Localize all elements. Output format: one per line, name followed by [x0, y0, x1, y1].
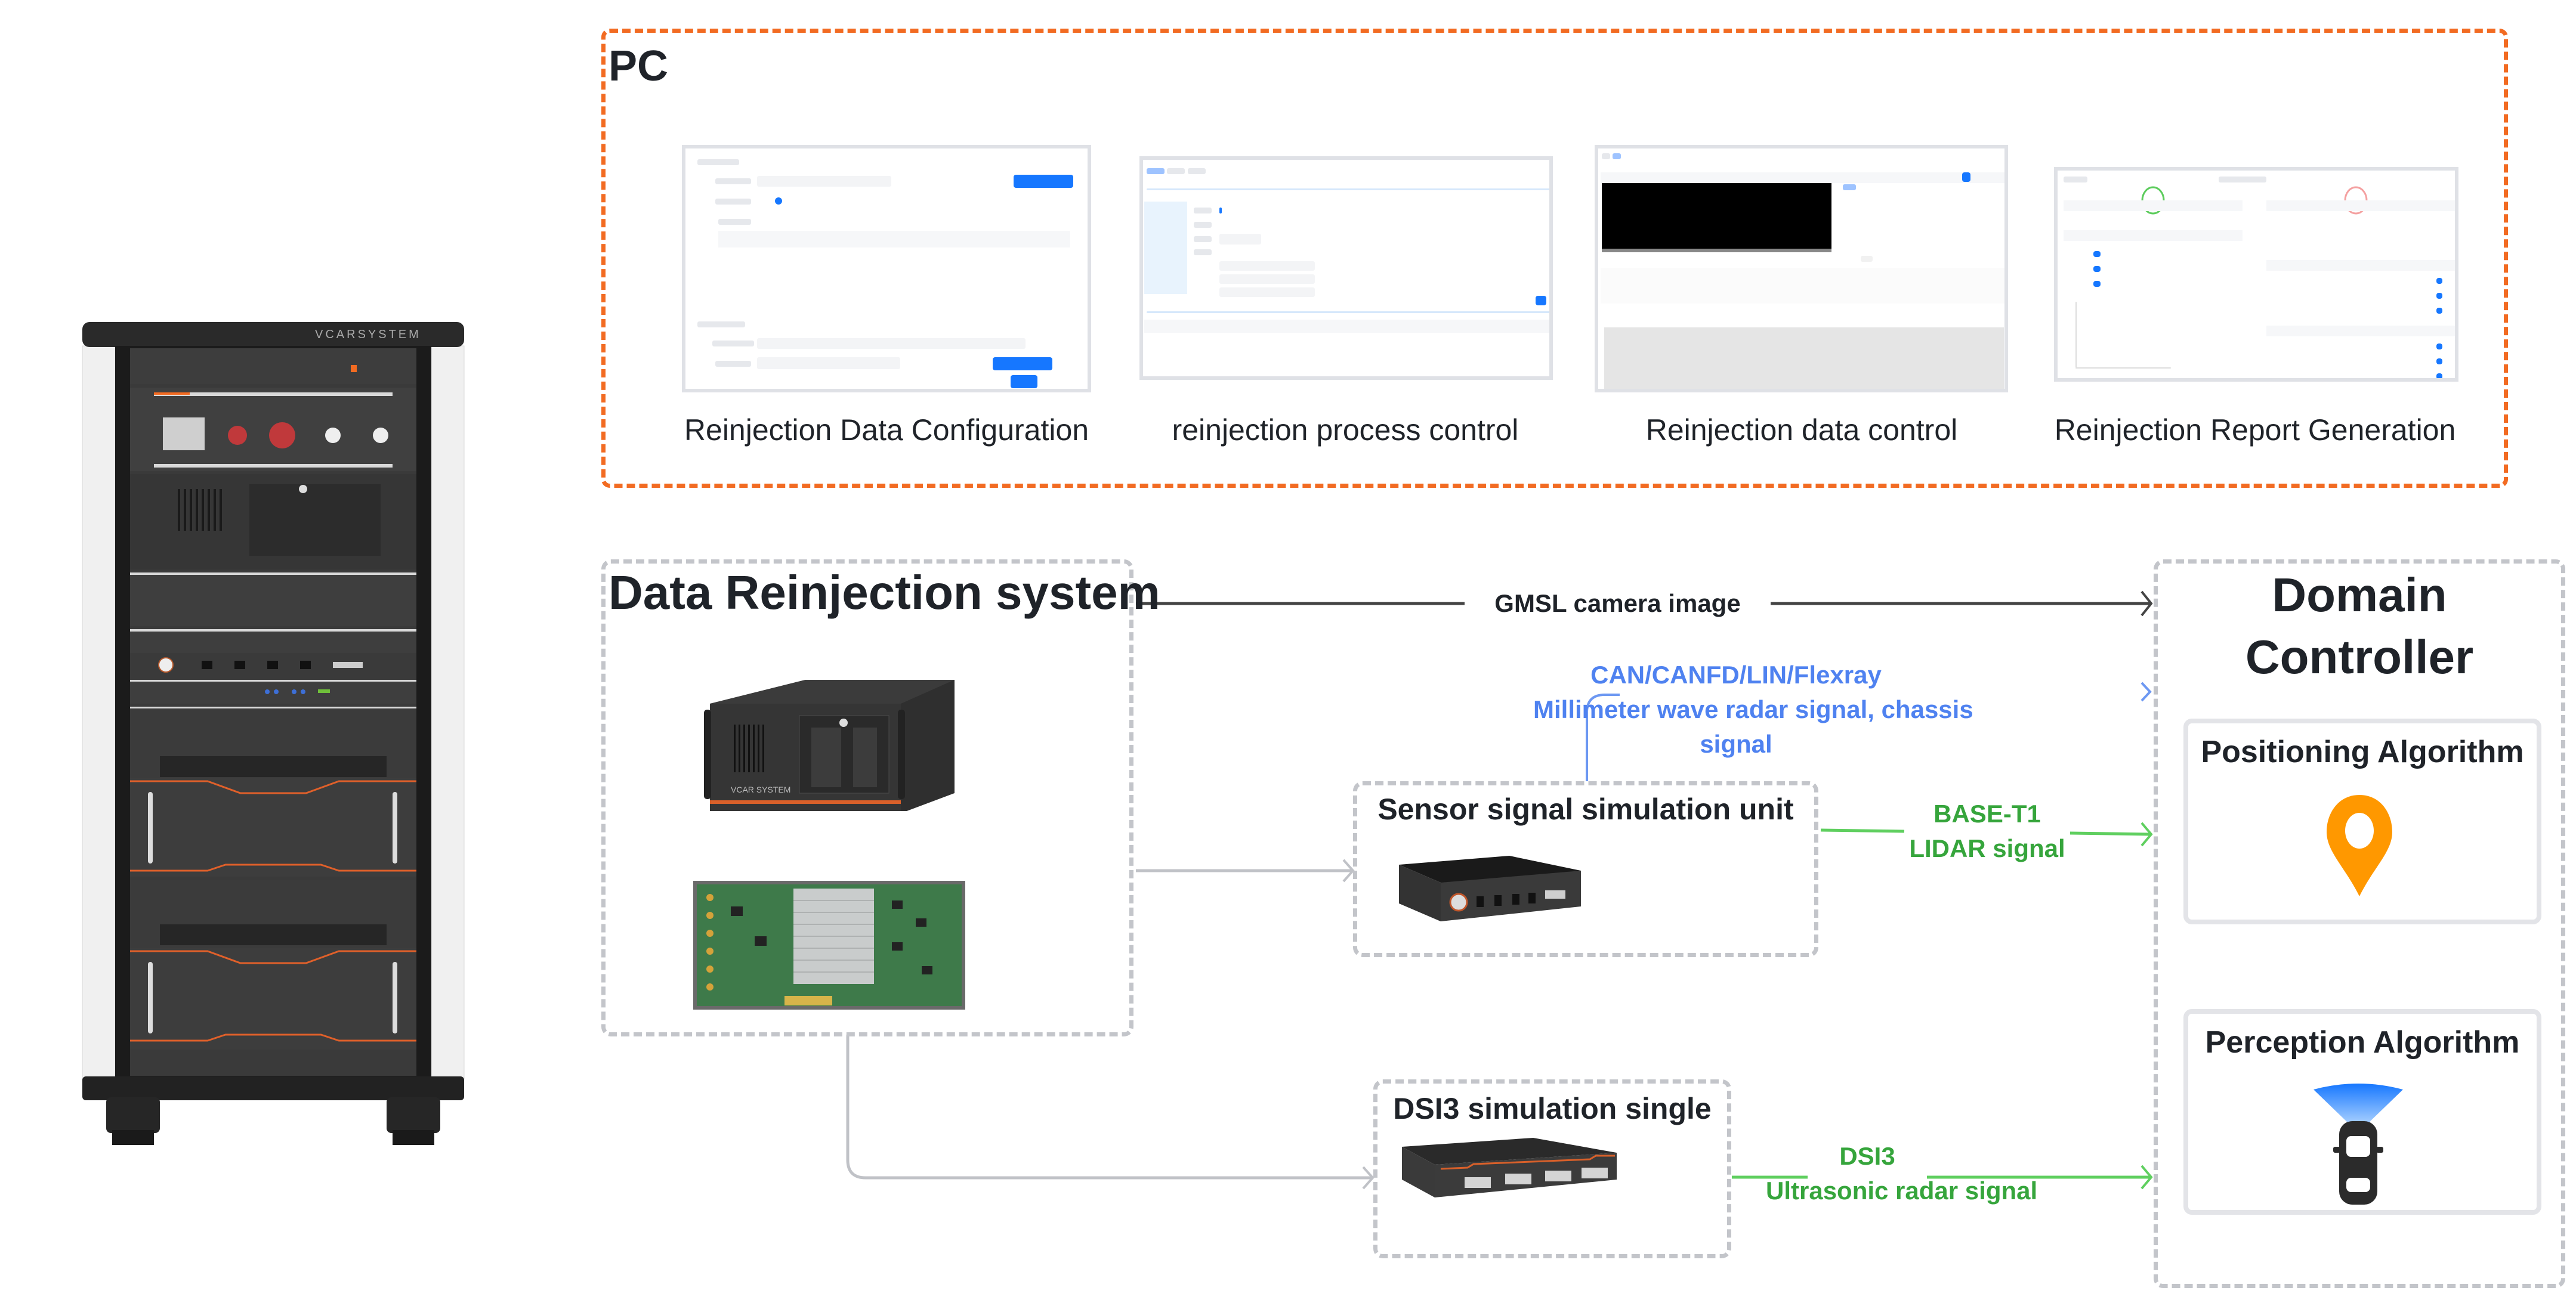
gmsl-camera-image-label: GMSL camera image	[1494, 589, 1741, 617]
sensor-simulation-device-image	[1396, 856, 1587, 930]
domain-controller-title-line1: Domain	[2272, 568, 2447, 621]
can-connector	[1586, 694, 1620, 781]
perception-algorithm-card[interactable]: Perception Algorithm	[2183, 1009, 2541, 1215]
dsi3-label-line1: DSI3	[1839, 1142, 1895, 1170]
reinjection-to-dsi3-arrowhead	[1362, 1166, 1375, 1190]
caption-reinjection-process-control: reinjection process control	[1172, 413, 1519, 447]
dsi3-simulation-unit-title: DSI3 simulation single	[1393, 1092, 1712, 1125]
industrial-pc-brand: VCAR SYSTEM	[731, 785, 791, 794]
location-pin-icon	[2327, 795, 2392, 896]
screenshot-reinjection-process-control[interactable]	[1139, 156, 1553, 380]
baset1-connector	[1820, 828, 1905, 833]
dsi3-label-line2: Ultrasonic radar signal	[1766, 1177, 2038, 1205]
cabinet-brand-label: VCARSYSTEM	[315, 328, 421, 341]
perception-algorithm-title: Perception Algorithm	[2205, 1025, 2520, 1060]
screenshot-reinjection-data-control[interactable]	[1595, 145, 2008, 392]
domain-controller-group	[2154, 559, 2565, 1288]
industrial-pc-image: VCAR SYSTEM	[686, 668, 984, 823]
can-arrowhead	[2141, 682, 2152, 702]
caption-reinjection-data-configuration: Reinjection Data Configuration	[684, 413, 1089, 447]
can-bus-label-line2: Millimeter wave radar signal, chassis	[1533, 695, 1973, 723]
baset1-arrowhead	[2141, 822, 2153, 847]
dsi3-arrowhead	[2141, 1165, 2153, 1190]
baset1-label-line1: BASE-T1	[1933, 800, 2041, 828]
car-radar-icon	[2314, 1084, 2403, 1205]
data-reinjection-system-title: Data Reinjection system	[609, 566, 1160, 619]
fpga-board-image	[693, 881, 965, 1010]
cabinet-illustration	[82, 322, 465, 1145]
positioning-algorithm-title: Positioning Algorithm	[2201, 735, 2524, 769]
can-bus-label-line1: CAN/CANFD/LIN/Flexray	[1590, 661, 1882, 689]
hil-cabinet: VCARSYSTEM	[82, 322, 465, 1151]
caption-reinjection-report-generation: Reinjection Report Generation	[2054, 413, 2456, 447]
caption-reinjection-data-control: Reinjection data control	[1645, 413, 1958, 447]
domain-controller-title-line2: Controller	[2245, 630, 2474, 683]
data-reinjection-system-group	[601, 559, 1133, 1036]
sensor-signal-simulation-unit-title: Sensor signal simulation unit	[1377, 793, 1794, 826]
positioning-algorithm-card[interactable]: Positioning Algorithm	[2183, 719, 2541, 924]
pc-title: PC	[609, 42, 669, 90]
can-bus-label-line3: signal	[1700, 730, 1772, 758]
reinjection-to-dsi3-connector	[846, 1035, 1372, 1180]
sensor-signal-simulation-unit-group	[1353, 781, 1818, 957]
dsi3-simulation-device-image	[1399, 1138, 1620, 1200]
gmsl-arrowhead	[2141, 590, 2153, 617]
screenshot-reinjection-data-configuration[interactable]	[682, 145, 1091, 392]
dsi3-simulation-unit-group	[1373, 1079, 1731, 1258]
pc-group-border	[601, 29, 2508, 488]
baset1-label-line2: LIDAR signal	[1909, 834, 2065, 862]
screenshot-reinjection-report-generation[interactable]	[2054, 167, 2458, 382]
